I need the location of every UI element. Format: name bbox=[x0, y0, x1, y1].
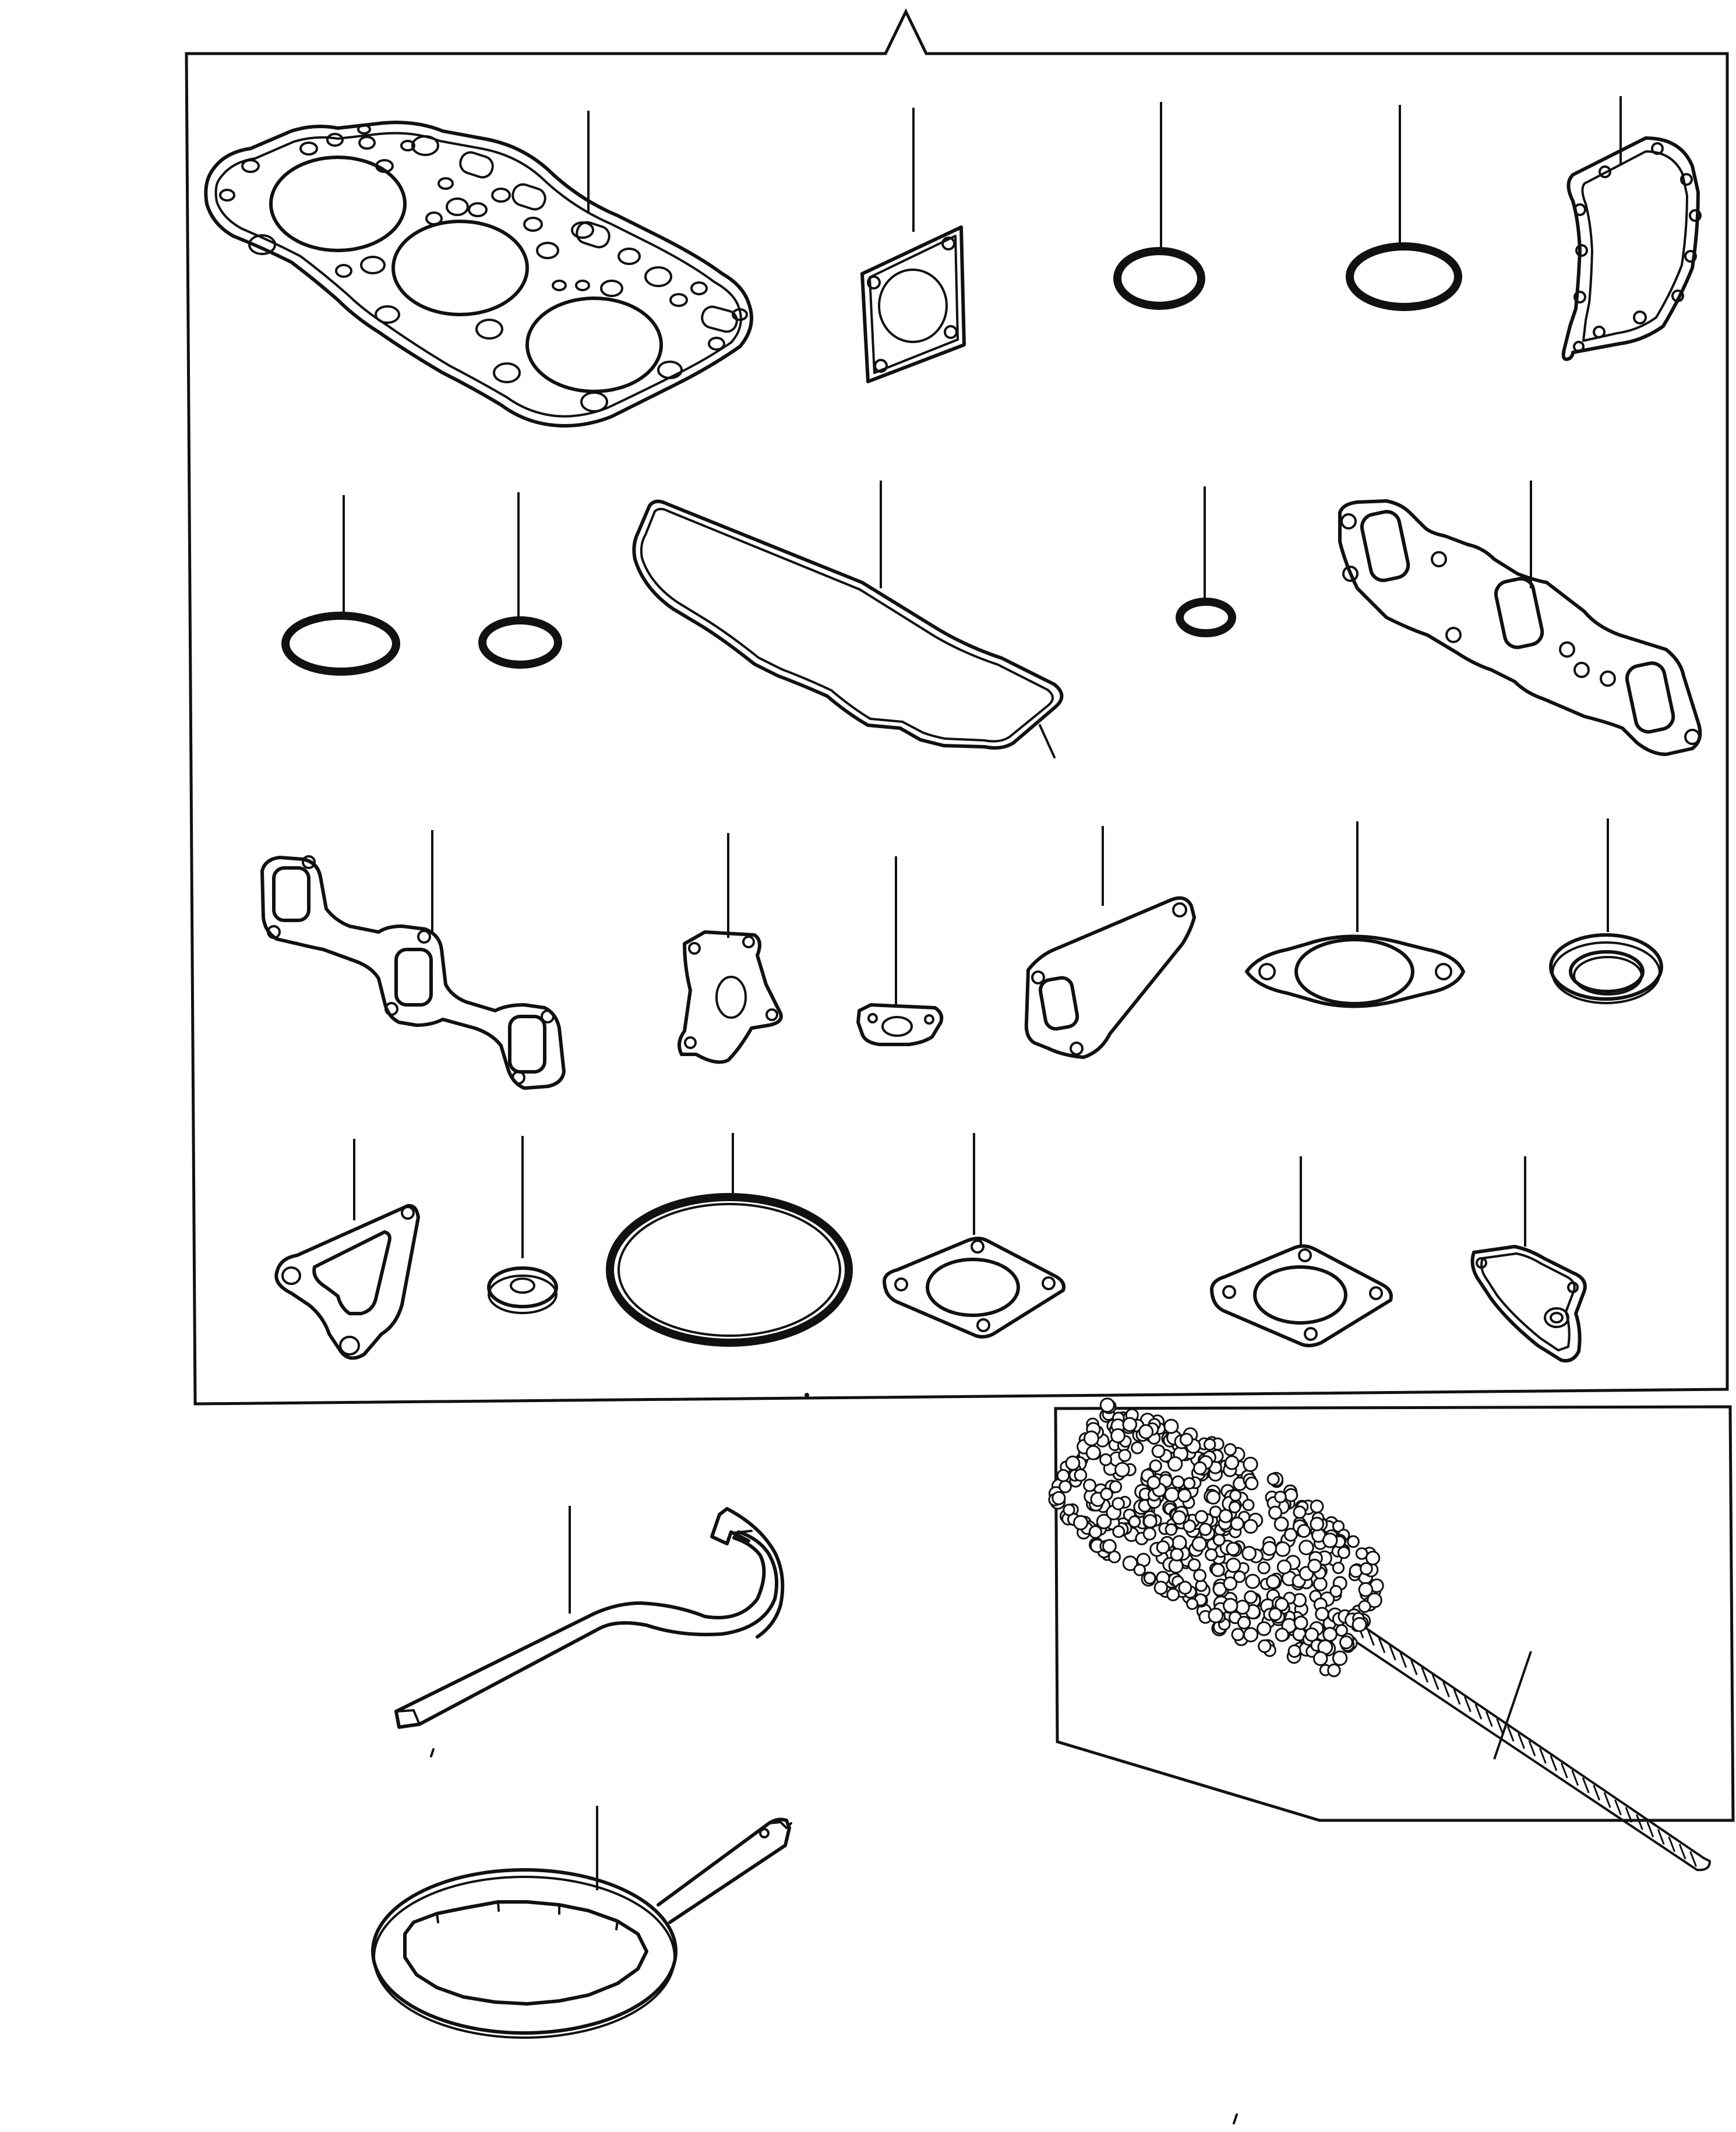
diamond-flange-gasket-right bbox=[1210, 1156, 1393, 1347]
hone-brush bbox=[1048, 1397, 1711, 1872]
large-o-ring bbox=[606, 1133, 853, 1347]
gasket-kit-box bbox=[185, 8, 1729, 1406]
oval-flange-gasket bbox=[1245, 821, 1465, 1008]
cover-gasket bbox=[1470, 1156, 1587, 1362]
intake-manifold-gasket bbox=[260, 830, 566, 1090]
o-ring-tiny bbox=[1176, 486, 1236, 637]
gear-case-gasket bbox=[1561, 96, 1702, 361]
bracket-gasket bbox=[678, 833, 783, 1064]
cylinder-head-gasket bbox=[204, 111, 753, 428]
small-plate-gasket bbox=[856, 856, 944, 1046]
cylinder-hone-brush-box bbox=[1054, 1405, 1735, 1822]
valve-cover-gasket bbox=[632, 481, 1064, 750]
exhaust-manifold-gasket bbox=[1338, 481, 1702, 756]
triangular-gasket bbox=[1024, 826, 1196, 1059]
small-seal bbox=[487, 1136, 558, 1314]
o-ring-small bbox=[1113, 102, 1205, 310]
o-ring-left bbox=[281, 495, 400, 676]
square-flange-gasket bbox=[860, 108, 966, 383]
diamond-flange-gasket-left bbox=[883, 1133, 1065, 1339]
stray-marks bbox=[430, 724, 1238, 2124]
o-ring-medium bbox=[1346, 105, 1462, 311]
filter-wrench bbox=[371, 1806, 792, 2039]
seal-ring bbox=[1549, 818, 1663, 1004]
water-outlet-gasket bbox=[274, 1139, 420, 1360]
hook-spanner bbox=[394, 1506, 785, 1729]
o-ring-right bbox=[478, 492, 562, 669]
